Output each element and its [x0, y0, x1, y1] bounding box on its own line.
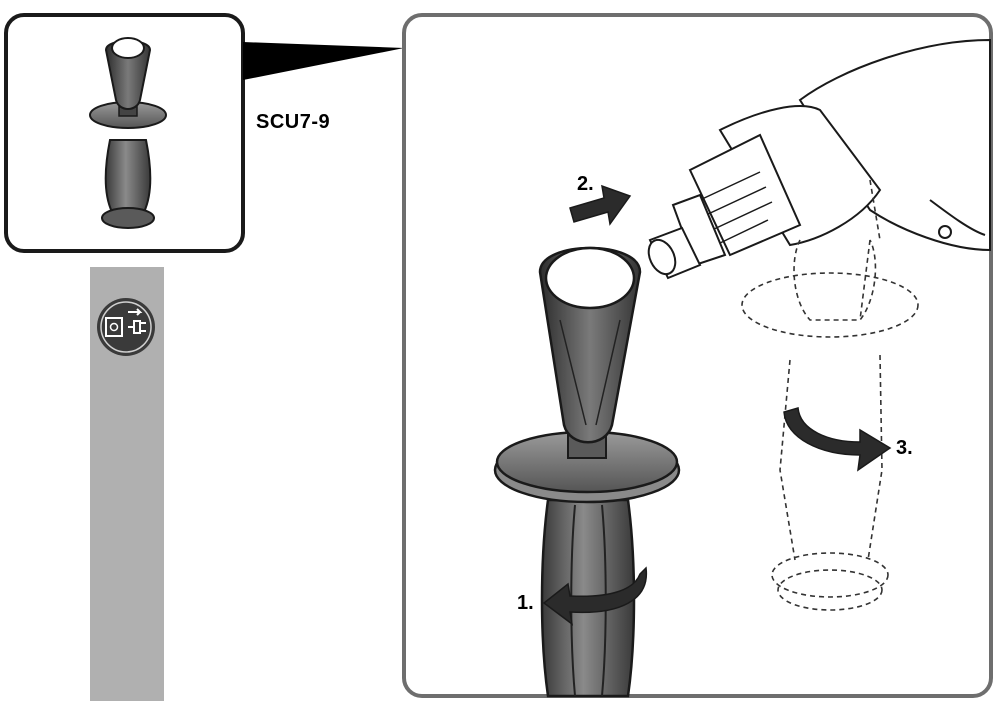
- unplug-power-icon: [97, 298, 155, 356]
- arrow-step-1: [542, 566, 648, 626]
- arrow-step-2: [569, 184, 632, 226]
- arrow-step-3: [783, 407, 892, 472]
- callout-pointer: [243, 42, 404, 80]
- model-label: SCU7-9: [256, 111, 331, 133]
- side-handle: [493, 246, 681, 698]
- drill-body: [647, 38, 991, 280]
- product-inset-frame: [4, 13, 245, 253]
- mounted-handle-outline: [741, 179, 919, 611]
- inset-handle-image: [89, 37, 167, 229]
- step-2-label: 2.: [577, 173, 594, 195]
- step-3-label: 3.: [896, 437, 913, 459]
- step-1-label: 1.: [517, 592, 534, 614]
